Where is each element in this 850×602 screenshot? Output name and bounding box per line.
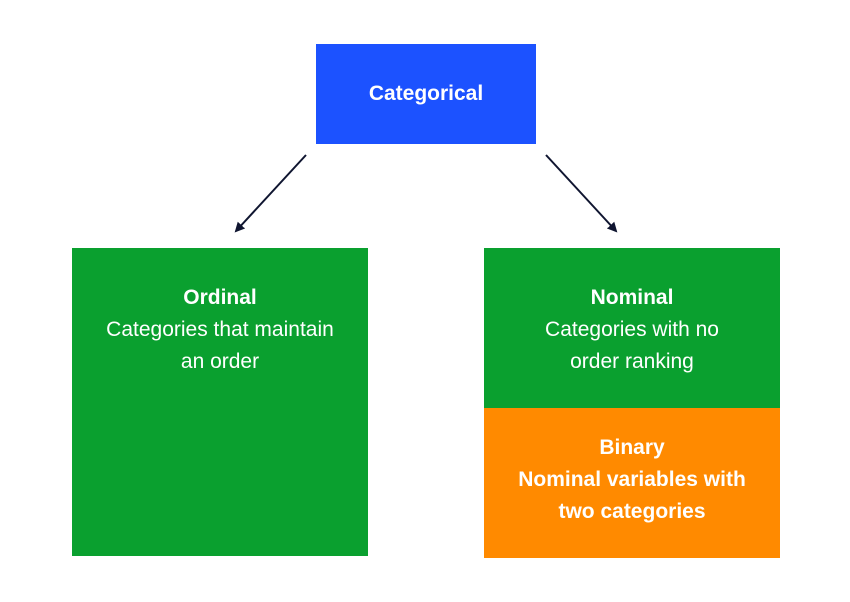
binary-description: Nominal variables with two categories <box>518 468 746 523</box>
arrow-to-nominal <box>545 154 618 233</box>
ordinal-title: Ordinal <box>183 286 257 309</box>
nominal-description: Categories with no order ranking <box>545 318 719 373</box>
arrow-to-ordinal <box>234 154 307 233</box>
categorical-node: Categorical <box>316 44 536 144</box>
categorical-label: Categorical <box>368 82 484 105</box>
ordinal-node: Ordinal Categories that maintain an orde… <box>72 248 368 556</box>
ordinal-description: Categories that maintain an order <box>106 318 334 373</box>
nominal-title: Nominal <box>590 286 674 309</box>
nominal-node: Nominal Categories with no order ranking <box>484 248 780 408</box>
binary-node: Binary Nominal variables with two catego… <box>484 408 780 558</box>
binary-title: Binary <box>599 436 665 459</box>
